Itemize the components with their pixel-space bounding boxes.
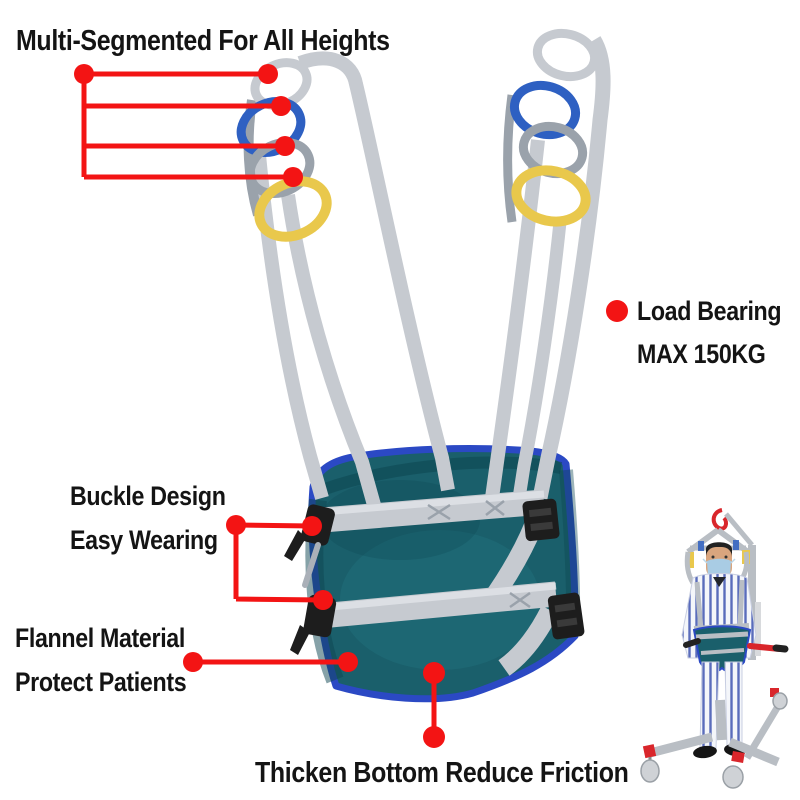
lifting-loop-yellow — [254, 176, 332, 242]
belt-buckle-right-lower — [547, 592, 585, 640]
patient-figure — [681, 542, 757, 759]
callouts — [74, 64, 628, 748]
callout-dot — [183, 652, 203, 672]
waist-belt-lower — [290, 581, 585, 676]
annotation-buckle-line2: Easy Wearing — [70, 525, 218, 555]
annotation-thicken-bottom: Thicken Bottom Reduce Friction — [255, 757, 629, 789]
callout-dot — [283, 167, 303, 187]
callout-buckle — [226, 515, 333, 610]
callout-dot — [423, 726, 445, 748]
lift-base — [640, 638, 789, 789]
callout-dot — [338, 652, 358, 672]
annotation-flannel-line2: Protect Patients — [15, 667, 187, 697]
usage-demo-photo — [640, 508, 789, 789]
callout-multi-segmented — [74, 64, 303, 187]
lift-hook — [711, 508, 729, 531]
lifting-loop-gray-1 — [532, 28, 600, 82]
callout-dot — [275, 136, 295, 156]
strap-bundle-left — [236, 51, 455, 507]
callout-dot — [258, 64, 278, 84]
strap-bundle-right — [484, 28, 611, 506]
annotation-buckle-line1: Buckle Design — [70, 481, 226, 511]
callout-dot — [226, 515, 246, 535]
waist-belt-upper — [284, 489, 560, 608]
callout-dot — [74, 64, 94, 84]
callout-flannel — [183, 652, 358, 672]
annotation-flannel-line1: Flannel Material — [15, 623, 185, 653]
callout-dot — [313, 590, 333, 610]
callout-dot — [302, 516, 322, 536]
callout-dot — [271, 96, 291, 116]
callout-thicken-bottom — [423, 662, 445, 748]
callout-dot — [423, 662, 445, 684]
annotation-load-bearing-line2: MAX 150KG — [637, 339, 766, 369]
annotation-multi-segmented: Multi-Segmented For All Heights — [16, 25, 390, 57]
lifting-loop-yellow — [511, 165, 591, 227]
lifting-loop-blue — [509, 80, 581, 140]
callout-dot-load-bearing — [606, 300, 628, 322]
belt-buckle-right-upper — [522, 498, 560, 542]
annotation-load-bearing-line1: Load Bearing — [637, 296, 782, 326]
